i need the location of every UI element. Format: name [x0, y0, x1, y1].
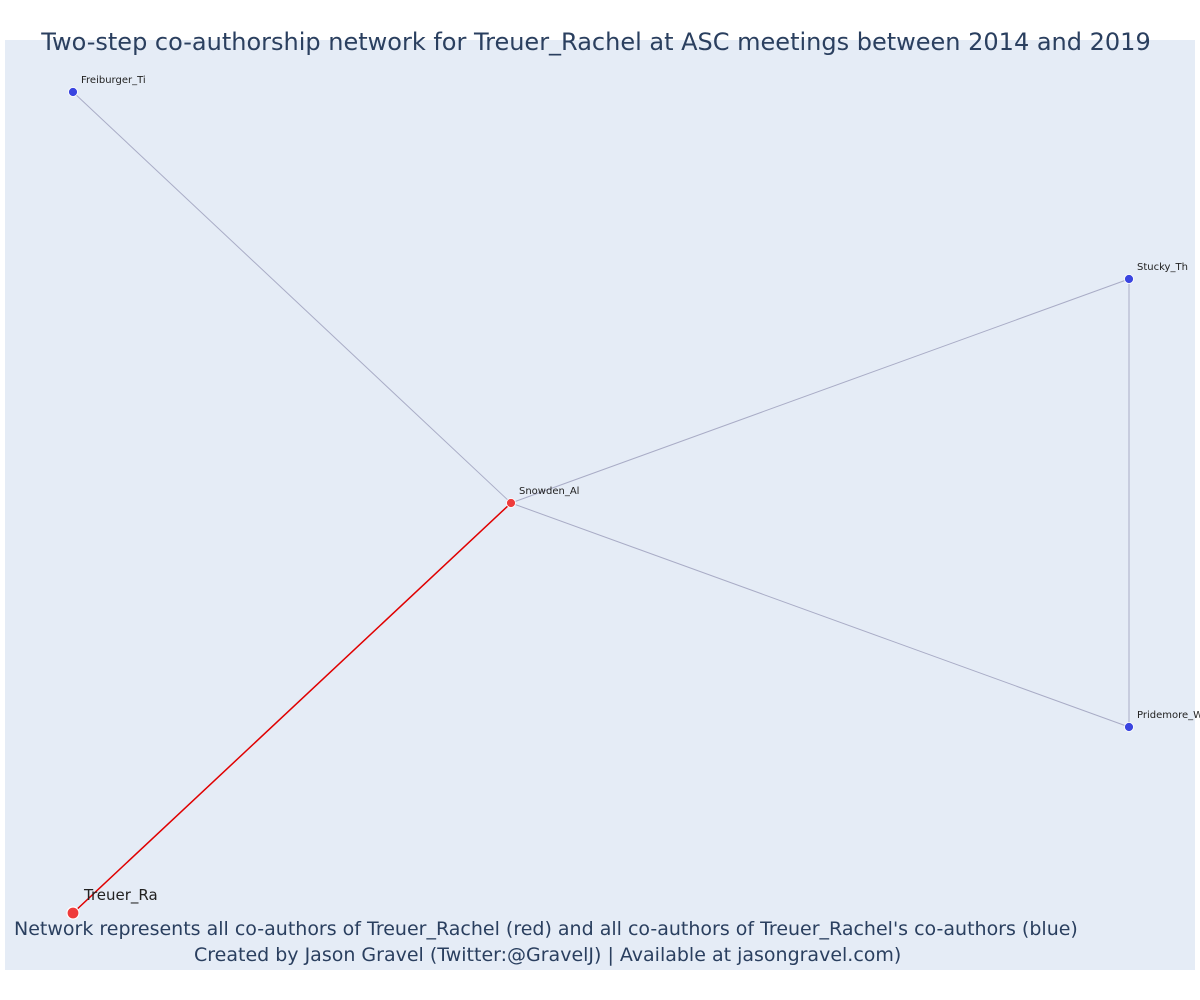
edge-Snowden_Al-Stucky_Th [510, 278, 1130, 504]
node-label-Pridemore_W: Pridemore_W [1137, 710, 1200, 721]
node-Pridemore_W[interactable] [1124, 722, 1134, 732]
node-label-Stucky_Th: Stucky_Th [1137, 262, 1188, 273]
node-Freiburger_Ti[interactable] [68, 87, 78, 97]
plot-area [5, 40, 1195, 970]
node-label-Freiburger_Ti: Freiburger_Ti [81, 75, 146, 86]
caption-network-description: Network represents all co-authors of Tre… [14, 918, 1078, 940]
edge-Snowden_Al-Freiburger_Ti [72, 91, 512, 504]
labels-layer: Treuer_Ra Snowden_Al Freiburger_TiStucky_T… [81, 75, 1200, 905]
node-Treuer_Ra[interactable] [66, 906, 80, 920]
edges-layer [72, 91, 1130, 914]
nodes-layer [66, 87, 1134, 920]
node-Stucky_Th[interactable] [1124, 274, 1134, 284]
caption-credit: Created by Jason Gravel (Twitter:@Gravel… [194, 944, 902, 966]
edge-Snowden_Al-Pridemore_W [510, 502, 1130, 728]
chart-title: Two-step co-authorship network for Treue… [41, 28, 1151, 56]
edge-Treuer_Ra-Snowden_Al [72, 502, 512, 914]
node-label-Treuer_Ra: Treuer_Ra [83, 886, 158, 905]
node-Snowden_Al[interactable] [506, 498, 516, 508]
node-label-Snowden_Al: Snowden_Al [519, 486, 579, 497]
